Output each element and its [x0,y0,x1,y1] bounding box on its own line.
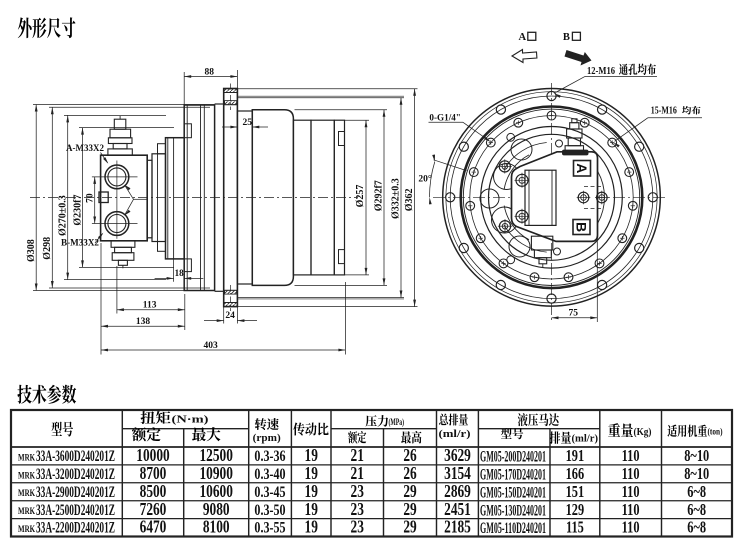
svg-text:MRK: MRK [18,453,35,463]
svg-text:29: 29 [403,500,417,519]
svg-text:8700: 8700 [140,464,167,483]
svg-text:403: 403 [204,341,219,351]
svg-text:GM05-110D240201: GM05-110D240201 [480,520,546,537]
svg-text:6~8: 6~8 [687,483,706,501]
svg-text:33A-2200D240201Z: 33A-2200D240201Z [36,519,115,537]
svg-text:Ø230f7: Ø230f7 [72,194,83,225]
svg-text:129: 129 [566,501,585,519]
svg-text:GM05-150D240201: GM05-150D240201 [480,484,546,501]
svg-text:A-M33X2: A-M33X2 [66,144,104,154]
svg-text:B: B [574,222,590,232]
svg-text:(N·m): (N·m) [172,413,209,425]
svg-text:191: 191 [566,448,585,466]
svg-text:19: 19 [305,446,319,465]
svg-text:0.3-36: 0.3-36 [254,449,285,466]
svg-text:(ml/r): (ml/r) [439,429,472,440]
svg-text:23: 23 [351,482,365,501]
svg-text:Ø332±0.3: Ø332±0.3 [390,178,401,219]
svg-text:10900: 10900 [199,464,233,483]
svg-text:GM05-130D240201: GM05-130D240201 [480,502,546,519]
svg-text:0.3-50: 0.3-50 [254,503,285,520]
svg-text:A: A [574,163,590,173]
svg-text:(ton): (ton) [708,427,723,438]
svg-text:19: 19 [305,464,319,483]
svg-text:(ml/r): (ml/r) [572,434,599,445]
svg-text:Ø257: Ø257 [355,185,366,208]
svg-text:2869: 2869 [444,482,471,501]
svg-text:20°: 20° [418,174,432,185]
svg-text:0.3-45: 0.3-45 [254,485,285,502]
svg-text:3154: 3154 [444,464,471,483]
svg-text:19: 19 [305,500,319,519]
svg-text:70: 70 [86,193,96,203]
svg-text:8500: 8500 [140,482,167,501]
svg-text:Ø298: Ø298 [42,237,53,260]
svg-text:151: 151 [566,483,585,501]
svg-text:88: 88 [205,68,215,78]
svg-text:110: 110 [622,483,640,501]
svg-text:MRK: MRK [18,507,35,517]
svg-text:12500: 12500 [199,446,233,465]
svg-text:110: 110 [622,448,640,466]
svg-text:B-M33X2: B-M33X2 [61,238,99,248]
svg-text:75: 75 [569,308,579,318]
svg-text:0.3-40: 0.3-40 [254,467,285,484]
svg-text:GM05-200D240201: GM05-200D240201 [480,449,546,466]
svg-text:18: 18 [175,268,185,278]
svg-text:110: 110 [622,519,640,537]
svg-text:23: 23 [351,518,365,537]
svg-text:25: 25 [243,118,253,128]
svg-text:(MPa): (MPa) [389,417,405,428]
svg-text:33A-2900D240201Z: 33A-2900D240201Z [36,483,115,501]
svg-text:0.3-55: 0.3-55 [254,520,285,537]
svg-text:9080: 9080 [203,500,230,519]
svg-text:29: 29 [403,482,417,501]
svg-text:138: 138 [136,317,151,327]
svg-text:MRK: MRK [18,525,35,535]
svg-text:Ø292f7: Ø292f7 [373,180,384,211]
svg-text:21: 21 [351,464,364,483]
svg-text:26: 26 [403,464,417,483]
svg-text:8100: 8100 [203,518,230,537]
svg-text:19: 19 [305,482,319,501]
svg-text:33A-2500D240201Z: 33A-2500D240201Z [36,501,115,519]
svg-text:3629: 3629 [444,446,471,465]
svg-text:24: 24 [225,311,235,321]
svg-text:Ø362: Ø362 [404,189,415,212]
svg-text:A: A [519,32,527,43]
svg-text:33A-3600D240201Z: 33A-3600D240201Z [36,447,115,465]
svg-text:29: 29 [403,518,417,537]
svg-text:MRK: MRK [18,489,35,499]
svg-text:0-G1/4": 0-G1/4" [429,113,461,123]
svg-text:(Kg): (Kg) [634,426,652,438]
svg-text:2185: 2185 [444,518,471,537]
svg-text:19: 19 [305,518,319,537]
svg-text:12-M16: 12-M16 [587,66,615,77]
svg-text:8~10: 8~10 [684,448,709,466]
svg-text:GM05-170D240201: GM05-170D240201 [480,467,546,484]
svg-text:110: 110 [622,465,640,483]
svg-text:6~8: 6~8 [687,501,706,519]
svg-text:110: 110 [622,501,640,519]
svg-text:8~10: 8~10 [684,465,709,483]
svg-text:Ø308: Ø308 [26,239,37,262]
svg-text:166: 166 [566,465,585,483]
svg-text:6470: 6470 [140,518,167,537]
svg-text:MRK: MRK [18,471,35,481]
svg-text:15-M16: 15-M16 [651,106,677,117]
svg-text:(rpm): (rpm) [253,433,282,444]
svg-text:33A-3200D240201Z: 33A-3200D240201Z [36,465,115,483]
svg-text:10000: 10000 [136,446,170,465]
svg-text:23: 23 [351,500,365,519]
svg-text:6~8: 6~8 [687,519,706,537]
svg-text:10600: 10600 [199,482,233,501]
svg-text:21: 21 [351,446,364,465]
svg-text:B: B [563,32,570,43]
svg-text:115: 115 [566,519,584,537]
svg-text:2451: 2451 [444,500,471,519]
svg-text:Ø270±0.3: Ø270±0.3 [58,195,69,236]
svg-text:26: 26 [403,446,417,465]
svg-text:7260: 7260 [140,500,167,519]
svg-text:113: 113 [143,301,157,311]
